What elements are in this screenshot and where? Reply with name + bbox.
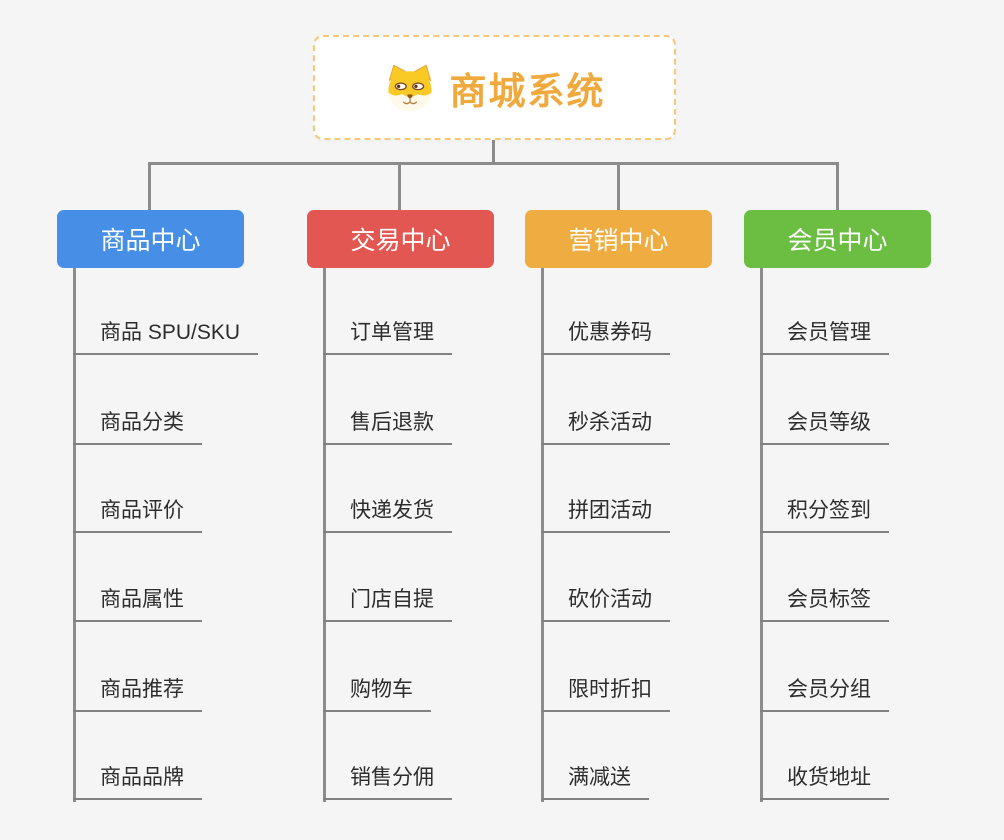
branch-drop-connector-1 — [148, 162, 151, 210]
branch-drop-connector-4 — [836, 162, 839, 210]
child-topic-shipping-address[interactable]: 收货地址 — [760, 765, 889, 800]
child-topic-member-management[interactable]: 会员管理 — [760, 320, 889, 355]
root-stem-connector — [492, 140, 495, 164]
branch-trunk-line — [73, 268, 76, 802]
child-topic-shopping-cart[interactable]: 购物车 — [323, 677, 431, 712]
child-topic-group-buy[interactable]: 拼团活动 — [541, 498, 670, 533]
child-topic-product-review[interactable]: 商品评价 — [73, 498, 202, 533]
child-topic-product-spu-sku[interactable]: 商品 SPU/SKU — [73, 320, 259, 355]
child-topic-coupon-code[interactable]: 优惠券码 — [541, 320, 670, 355]
child-topic-aftersale-refund[interactable]: 售后退款 — [323, 410, 452, 445]
branch-node-member-center[interactable]: 会员中心 — [744, 210, 931, 268]
root-title: 商城系统 — [449, 70, 606, 112]
branch-horizontal-connector — [148, 162, 839, 165]
branch-trunk-line — [760, 268, 763, 802]
root-node-mall-system[interactable]: 商城系统 — [313, 35, 676, 140]
child-topic-store-pickup[interactable]: 门店自提 — [323, 587, 452, 622]
child-topic-product-recommend[interactable]: 商品推荐 — [73, 677, 202, 712]
branch-trunk-line — [541, 268, 544, 802]
child-topic-flash-sale[interactable]: 秒杀活动 — [541, 410, 670, 445]
child-topic-member-tag[interactable]: 会员标签 — [760, 587, 889, 622]
dog-face-icon — [387, 64, 432, 111]
child-topic-limited-time-discount[interactable]: 限时折扣 — [541, 677, 670, 712]
branch-node-trade-center[interactable]: 交易中心 — [307, 210, 494, 268]
branch-column-marketing: 营销中心 优惠券码 秒杀活动 拼团活动 砍价活动 限时折扣 满减送 — [525, 210, 770, 820]
branch-column-trade: 交易中心 订单管理 售后退款 快递发货 门店自提 购物车 销售分佣 — [307, 210, 552, 820]
child-topic-member-level[interactable]: 会员等级 — [760, 410, 889, 445]
branch-column-member: 会员中心 会员管理 会员等级 积分签到 会员标签 会员分组 收货地址 — [744, 210, 989, 820]
child-topic-sales-commission[interactable]: 销售分佣 — [323, 765, 452, 800]
branch-node-product-center[interactable]: 商品中心 — [57, 210, 244, 268]
branch-column-product: 商品中心 商品 SPU/SKU 商品分类 商品评价 商品属性 商品推荐 商品品牌 — [57, 210, 302, 820]
child-topic-product-category[interactable]: 商品分类 — [73, 410, 202, 445]
child-topic-product-attribute[interactable]: 商品属性 — [73, 587, 202, 622]
child-topic-points-checkin[interactable]: 积分签到 — [760, 498, 889, 533]
child-topic-order-management[interactable]: 订单管理 — [323, 320, 452, 355]
branch-trunk-line — [323, 268, 326, 802]
child-topic-bargain-activity[interactable]: 砍价活动 — [541, 587, 670, 622]
child-topic-product-brand[interactable]: 商品品牌 — [73, 765, 202, 800]
branch-node-marketing-center[interactable]: 营销中心 — [525, 210, 712, 268]
child-topic-express-shipping[interactable]: 快递发货 — [323, 498, 452, 533]
branch-drop-connector-2 — [398, 162, 401, 210]
child-topic-spend-and-save[interactable]: 满减送 — [541, 765, 649, 800]
child-topic-member-group[interactable]: 会员分组 — [760, 677, 889, 712]
branch-drop-connector-3 — [617, 162, 620, 210]
